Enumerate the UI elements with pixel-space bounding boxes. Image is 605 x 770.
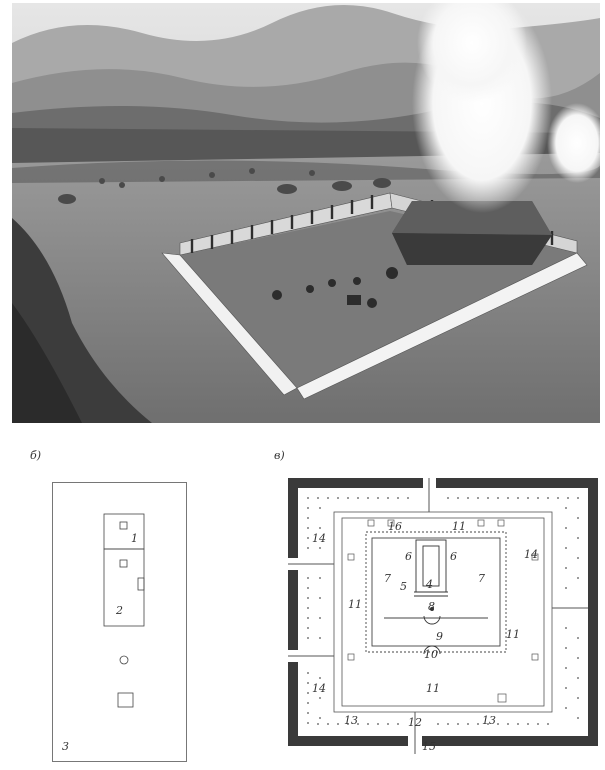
plan-v-label-11-right: 11 bbox=[506, 628, 520, 641]
plan-v-label-9: 9 bbox=[436, 630, 443, 643]
plan-v-label-6b: 6 bbox=[450, 550, 457, 563]
plan-b-label-2: 2 bbox=[115, 604, 123, 617]
tabernacle-illustration bbox=[12, 3, 600, 423]
plan-v-label-14-bl: 14 bbox=[312, 682, 326, 695]
plan-v-label-13b: 13 bbox=[482, 714, 496, 727]
plan-v-dots bbox=[307, 497, 579, 725]
plan-v-label-5: 5 bbox=[400, 580, 407, 593]
plan-v-altar-8 bbox=[423, 615, 441, 625]
plan-b-label-3: 3 bbox=[62, 740, 69, 753]
plan-v-label-11-top: 11 bbox=[452, 520, 466, 533]
plan-b-label-1: 1 bbox=[131, 532, 138, 545]
plan-v-label-8: 8 bbox=[428, 600, 435, 613]
plan-v-chambers bbox=[347, 519, 539, 703]
camp-figures bbox=[58, 168, 391, 204]
plan-v-outer-court-lines bbox=[333, 511, 553, 713]
plan-b-ark bbox=[119, 521, 128, 530]
plan-v-label-15: 15 bbox=[422, 740, 436, 753]
panel-label-v: в) bbox=[274, 449, 285, 462]
plan-b: 1 2 3 bbox=[52, 482, 187, 762]
plan-v-inner-court bbox=[365, 531, 507, 653]
plan-v-label-14-tl: 14 bbox=[312, 532, 326, 545]
plan-b-court-outline bbox=[52, 482, 187, 762]
plan-v-label-14-tr: 14 bbox=[524, 548, 538, 561]
plan-b-holy-of-holies bbox=[103, 513, 145, 550]
plan-v-label-7a: 7 bbox=[384, 572, 391, 585]
plan-v-temple bbox=[414, 539, 448, 597]
left-cliff bbox=[12, 218, 152, 423]
plan-v-label-7b: 7 bbox=[478, 572, 485, 585]
courtyard-people bbox=[272, 267, 398, 308]
plan-b-table bbox=[137, 577, 145, 591]
plan-v-label-16: 16 bbox=[388, 520, 402, 533]
plan-v-label-10: 10 bbox=[424, 648, 438, 661]
plan-v-label-13a: 13 bbox=[344, 714, 358, 727]
plan-v: 4 5 6 6 7 7 8 9 10 11 11 11 11 12 13 13 … bbox=[288, 478, 598, 754]
plan-v-outer-wall bbox=[288, 478, 598, 746]
plan-v-laver bbox=[430, 607, 434, 611]
plan-b-lampstand bbox=[119, 559, 128, 568]
plan-v-label-6a: 6 bbox=[405, 550, 412, 563]
plan-v-label-11-bottom: 11 bbox=[426, 682, 440, 695]
plan-b-altar bbox=[117, 692, 134, 708]
plan-v-label-11-left: 11 bbox=[348, 598, 362, 611]
tabernacle-tent bbox=[392, 201, 552, 265]
panel-label-b: б) bbox=[30, 449, 42, 462]
plan-v-altar-10 bbox=[423, 645, 441, 655]
plan-v-label-12: 12 bbox=[408, 716, 422, 729]
plan-b-laver bbox=[119, 655, 129, 665]
plan-v-gates bbox=[288, 478, 588, 754]
altar-smoke bbox=[412, 3, 600, 213]
plan-v-label-4: 4 bbox=[425, 578, 433, 591]
